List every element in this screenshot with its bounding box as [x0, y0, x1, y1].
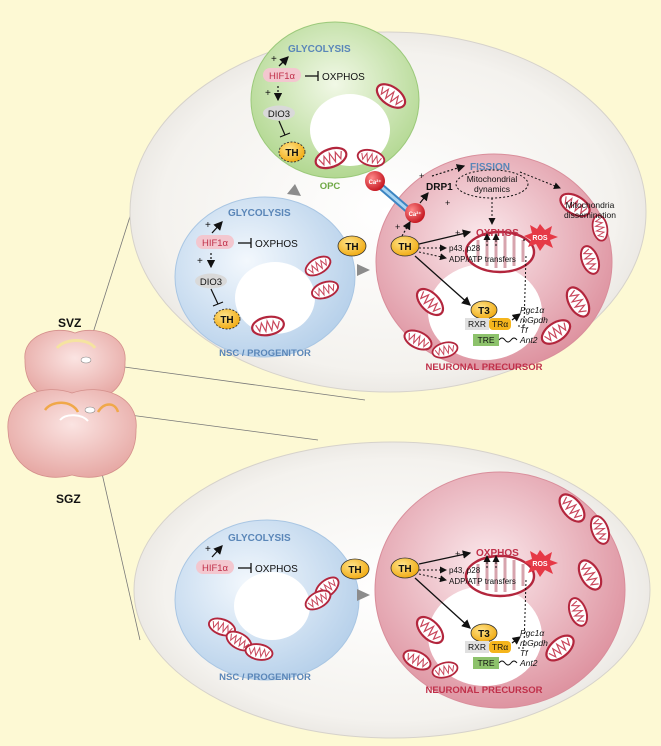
- svg-text:TRα: TRα: [492, 319, 508, 329]
- arrow-nsc-to-neuron-bottom: [357, 589, 370, 601]
- svg-text:+: +: [419, 171, 424, 181]
- svg-text:TH: TH: [345, 242, 358, 253]
- nsc-bottom-oxphos: OXPHOS: [255, 564, 298, 575]
- opc-hif: [263, 68, 301, 82]
- opc-dio3: [263, 105, 295, 121]
- svg-text:DIO3: DIO3: [200, 277, 222, 288]
- th-between-bottom: [340, 558, 370, 580]
- rxr-bottom: [465, 641, 489, 653]
- p43-label-top: p43, p28: [449, 244, 481, 253]
- svg-text:HIF1α: HIF1α: [202, 563, 229, 574]
- p43-label-bottom: p43, p28: [449, 566, 481, 575]
- gene-tf-bottom: Tf: [520, 648, 529, 658]
- svg-text:TH: TH: [348, 565, 361, 576]
- svg-text:T3: T3: [478, 306, 490, 317]
- svg-text:+: +: [197, 256, 203, 267]
- gene-mgpdh-top: mGpdh: [520, 315, 548, 325]
- rxr-top: [465, 318, 489, 330]
- opc-oxphos: OXPHOS: [322, 72, 365, 83]
- neuron-cell-top: [375, 153, 613, 371]
- svg-text:+: +: [395, 222, 400, 232]
- calcium-ion-inside: [405, 203, 425, 223]
- sgz-label: SGZ: [56, 492, 81, 506]
- svg-text:TH: TH: [398, 242, 411, 253]
- svg-text:TRE: TRE: [478, 335, 495, 345]
- arrow-nsc-to-neuron-top: [357, 264, 370, 276]
- opc-th: [278, 141, 306, 163]
- gene-tf-top: Tf: [520, 325, 529, 335]
- ros-burst-bottom: [524, 550, 558, 577]
- svg-text:TH: TH: [220, 315, 233, 326]
- svg-text:TRα: TRα: [492, 642, 508, 652]
- svg-text:+: +: [455, 549, 460, 559]
- nsc-top-th: [213, 308, 241, 330]
- tre-bottom: [473, 657, 499, 669]
- svg-text:HIF1α: HIF1α: [269, 71, 296, 82]
- nsc-bottom-label: NSC / PROGENITOR: [219, 672, 311, 683]
- opc-cell: [250, 21, 420, 179]
- neuron-top-th: [390, 235, 420, 257]
- gene-ant2-bottom: Ant2: [519, 658, 538, 668]
- neuron-bottom-label: NEURONAL PRECURSOR: [425, 685, 542, 696]
- svg-text:DIO3: DIO3: [268, 109, 290, 120]
- mito-dissemination-2: dissemination: [564, 210, 616, 220]
- svg-text:TRE: TRE: [478, 658, 495, 668]
- svg-text:Ca²⁺: Ca²⁺: [369, 179, 382, 186]
- svg-text:RXR: RXR: [468, 642, 486, 652]
- svg-text:ROS: ROS: [532, 561, 548, 568]
- nsc-top-label: NSC / PROGENITOR: [219, 348, 311, 359]
- mito-dynamics-1: Mitochondrial: [467, 174, 518, 184]
- arrow-nsc-to-opc: [287, 184, 301, 196]
- calcium-ion-outside: [365, 171, 385, 191]
- svg-text:T3: T3: [478, 629, 490, 640]
- svg-text:+: +: [205, 544, 211, 555]
- svz-label: SVZ: [58, 316, 81, 330]
- sgz-marker: [84, 406, 96, 414]
- opc-label: OPC: [320, 181, 341, 192]
- brain-sections: SVZ SGZ: [7, 159, 366, 641]
- mito-dynamics-2: dynamics: [474, 184, 510, 194]
- opc-glycolysis: GLYCOLYSIS: [288, 44, 351, 55]
- ros-burst-top: [524, 224, 558, 251]
- svg-text:Ca²⁺: Ca²⁺: [409, 211, 422, 218]
- nsc-bottom-hif: [196, 560, 234, 574]
- svg-text:RXR: RXR: [468, 319, 486, 329]
- svg-text:TH: TH: [285, 148, 298, 159]
- svg-text:+: +: [445, 198, 450, 208]
- adp-atp-label-top: ADP/ATP transfers: [449, 255, 516, 264]
- tra-bottom: [489, 641, 511, 653]
- gene-pgc1a-top: Pgc1α: [520, 305, 545, 315]
- svg-text:+: +: [271, 54, 277, 65]
- gene-mgpdh-bottom: mGpdh: [520, 638, 548, 648]
- svg-text:ROS: ROS: [532, 235, 548, 242]
- drp1-label: DRP1: [426, 182, 453, 193]
- svg-text:+: +: [455, 228, 460, 238]
- gene-pgc1a-bottom: Pgc1α: [520, 628, 545, 638]
- nsc-top-hif: [196, 235, 234, 249]
- svz-marker: [80, 356, 92, 364]
- nsc-bottom-glycolysis: GLYCOLYSIS: [228, 533, 291, 544]
- svg-text:+: +: [205, 220, 211, 231]
- svg-text:+: +: [265, 88, 271, 99]
- svg-text:TH: TH: [398, 564, 411, 575]
- svg-text:HIF1α: HIF1α: [202, 238, 229, 249]
- gene-ant2-top: Ant2: [519, 335, 538, 345]
- nsc-top-oxphos: OXPHOS: [255, 239, 298, 250]
- mito-dissemination-1: Mitochondria: [566, 200, 615, 210]
- tra-top: [489, 318, 511, 330]
- neuron-top-oxphos: OXPHOS: [476, 228, 519, 239]
- brain-caudal: [7, 389, 137, 478]
- neuron-bottom-th: [390, 557, 420, 579]
- tre-top: [473, 334, 499, 346]
- neuron-bottom-oxphos: OXPHOS: [476, 548, 519, 559]
- adp-atp-label-bottom: ADP/ATP transfers: [449, 577, 516, 586]
- nsc-cell-bottom: [174, 519, 360, 681]
- nsc-top-dio3: [195, 273, 227, 289]
- fission-label: FISSION: [470, 162, 510, 173]
- neuron-top-label: NEURONAL PRECURSOR: [425, 362, 542, 373]
- neuron-cell-bottom: [374, 471, 626, 709]
- nsc-top-glycolysis: GLYCOLYSIS: [228, 208, 291, 219]
- th-between-top: [337, 235, 367, 257]
